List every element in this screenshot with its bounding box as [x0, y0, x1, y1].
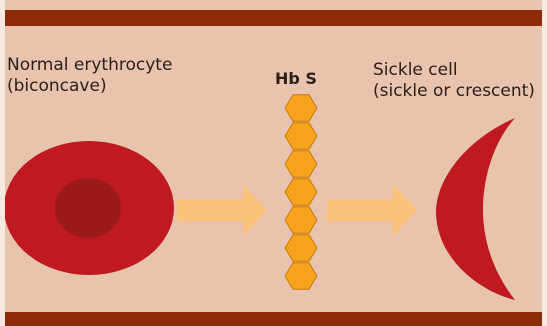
- diagram-artwork: [5, 0, 542, 326]
- hbs-hexagon-chain: [285, 95, 317, 289]
- arrow-2: [327, 184, 417, 236]
- hexagon-unit: [285, 207, 317, 233]
- hexagon-unit: [285, 179, 317, 205]
- bottom-border-band: [5, 312, 542, 326]
- hexagon-unit: [285, 151, 317, 177]
- hexagon-unit: [285, 95, 317, 121]
- arrow-1: [177, 184, 267, 236]
- sickle-cell-shape: [436, 118, 515, 300]
- hexagon-unit: [285, 235, 317, 261]
- hexagon-unit: [285, 123, 317, 149]
- normal-erythrocyte-center: [55, 178, 121, 238]
- hexagon-unit: [285, 263, 317, 289]
